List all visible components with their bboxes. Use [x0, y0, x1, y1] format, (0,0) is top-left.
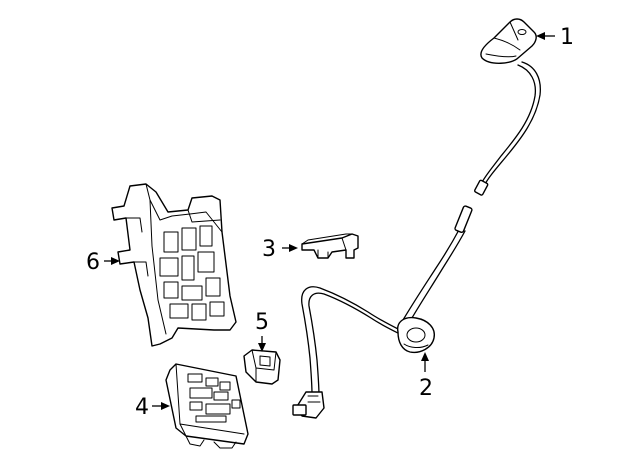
callout-6: 6 [86, 250, 120, 275]
callout-1-label: 1 [560, 25, 574, 50]
callout-6-label: 6 [86, 250, 100, 275]
callout-2-label: 2 [419, 376, 433, 401]
part-5-cover [243, 349, 281, 385]
callout-5-label: 5 [255, 310, 269, 335]
callout-4-label: 4 [135, 395, 149, 420]
callout-2: 2 [419, 352, 433, 401]
callout-5: 5 [255, 310, 269, 352]
part-4-control-module [165, 363, 249, 449]
callout-3-label: 3 [262, 237, 276, 262]
part-3-bracket [301, 233, 359, 259]
callout-3: 3 [262, 237, 298, 262]
part-6-junction-block [111, 183, 237, 347]
part-1-antenna [474, 18, 541, 196]
callout-1: 1 [536, 25, 574, 50]
part-2-cable-harness [292, 205, 473, 419]
callout-4: 4 [135, 395, 170, 420]
